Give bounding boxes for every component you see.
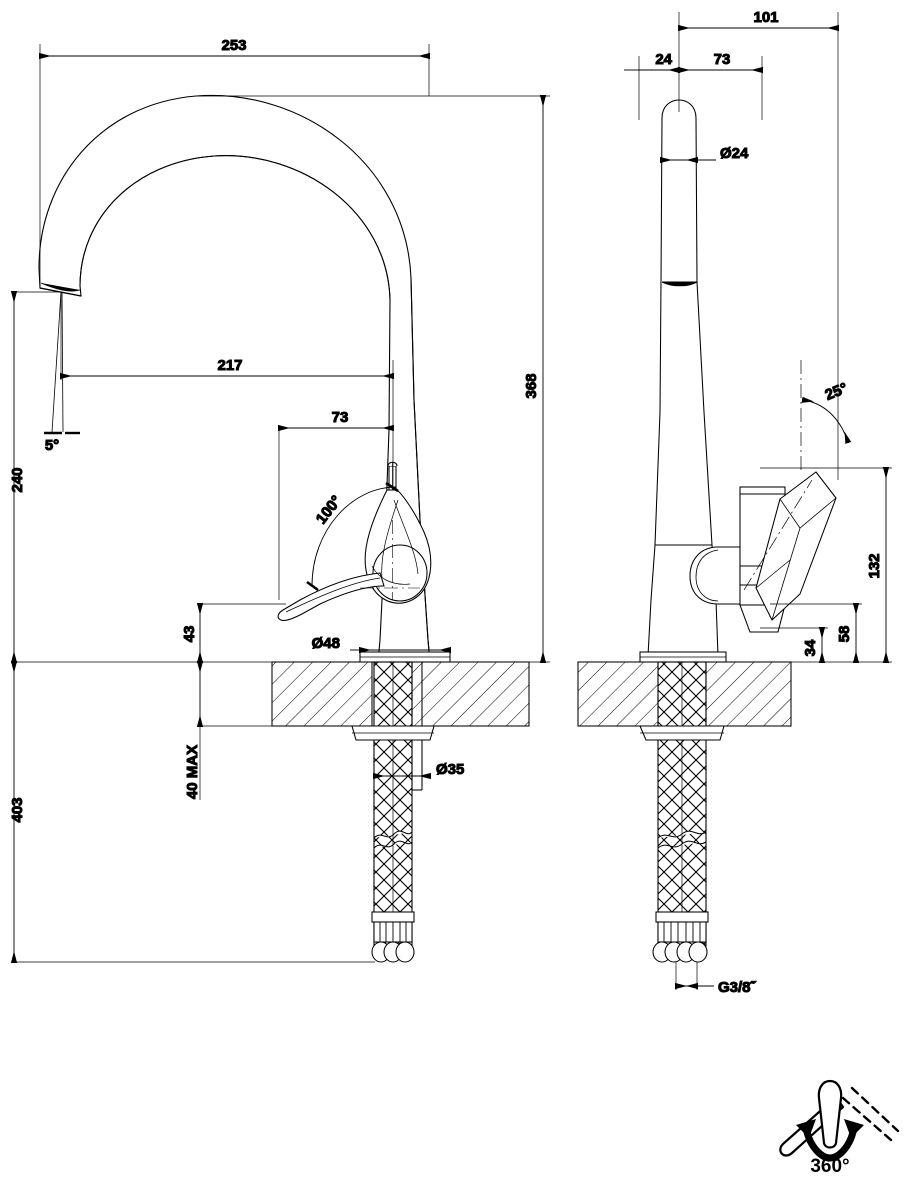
- svg-text:Ø35: Ø35: [436, 761, 464, 778]
- svg-text:34: 34: [802, 639, 819, 656]
- spout-stream-reference: [51, 291, 64, 433]
- svg-text:73: 73: [332, 409, 349, 426]
- dim-dia-24: Ø24: [660, 144, 750, 164]
- dim-73-front: 73: [278, 360, 394, 600]
- svg-text:G3/8˝: G3/8˝: [718, 979, 757, 996]
- dim-43: 43: [180, 603, 286, 663]
- counter-slab-front: [271, 661, 530, 727]
- swivel-range-icon: 360°: [779, 1079, 900, 1177]
- shank-and-hose-front: [351, 661, 435, 963]
- dim-24: 24: [624, 50, 680, 120]
- dim-angle-5: 5°: [44, 431, 80, 455]
- svg-text:253: 253: [221, 37, 246, 54]
- dim-132: 132: [760, 467, 892, 663]
- dim-253: 253: [39, 36, 430, 288]
- dim-217: 217: [60, 292, 394, 380]
- dim-thread-g38: G3/8˝: [675, 962, 757, 997]
- dim-34: 34: [760, 627, 828, 663]
- svg-text:24: 24: [655, 51, 672, 68]
- dim-368: 368: [522, 95, 547, 663]
- svg-text:403: 403: [9, 797, 26, 822]
- lever-handle-front: [277, 461, 432, 621]
- svg-text:Ø48: Ø48: [312, 635, 340, 652]
- svg-text:25°: 25°: [823, 380, 850, 404]
- shank-and-hose-side: [639, 661, 725, 963]
- dim-handle-angle-100: 100°: [313, 493, 346, 528]
- svg-text:58: 58: [836, 626, 853, 643]
- svg-text:368: 368: [523, 373, 540, 398]
- dim-40-max: 40 MAX: [183, 661, 280, 800]
- svg-text:Ø24: Ø24: [720, 145, 749, 162]
- spout-body-side: [639, 99, 727, 663]
- svg-text:240: 240: [9, 467, 26, 492]
- swivel-label: 360°: [810, 1156, 849, 1177]
- svg-text:43: 43: [181, 626, 198, 643]
- dim-58: 58: [770, 603, 862, 663]
- svg-text:217: 217: [217, 357, 242, 374]
- svg-text:132: 132: [866, 553, 883, 578]
- dim-angle-25: 25°: [800, 360, 852, 470]
- svg-text:40 MAX: 40 MAX: [184, 745, 201, 799]
- dim-403: 403: [8, 661, 375, 963]
- dim-240: 240: [8, 291, 60, 663]
- dim-73-side: 73: [678, 50, 763, 120]
- dim-dia-48: Ø48: [311, 634, 451, 654]
- lever-handle-side: [689, 471, 837, 633]
- dim-dia-35: Ø35: [373, 760, 465, 780]
- svg-text:101: 101: [753, 9, 778, 26]
- svg-text:5°: 5°: [45, 437, 59, 454]
- base-flange-front: [359, 651, 451, 663]
- svg-text:73: 73: [714, 51, 731, 68]
